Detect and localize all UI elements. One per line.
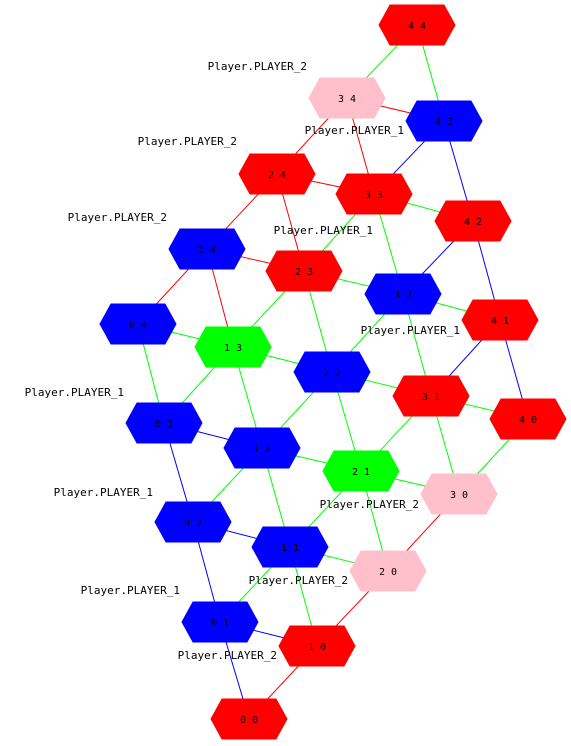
player-label: Player.PLAYER_2: [320, 498, 419, 511]
node-label: 1 1: [281, 543, 299, 554]
node-label: 1 2: [253, 444, 271, 455]
node-21[interactable]: 2 1: [322, 450, 400, 492]
node-label: 0 4: [129, 320, 147, 331]
node-hexagon: [125, 402, 203, 444]
node-label: 0 3: [155, 419, 173, 430]
node-23[interactable]: 2 3: [265, 250, 343, 292]
player-label: Player.PLAYER_1: [25, 386, 124, 399]
node-hexagon: [335, 173, 413, 215]
node-hexagon: [168, 228, 246, 270]
node-03[interactable]: 0 3: [125, 402, 203, 444]
node-label: 2 4: [268, 170, 286, 181]
node-hexagon: [194, 326, 272, 368]
node-hexagon: [265, 250, 343, 292]
node-24[interactable]: 2 4: [238, 153, 316, 195]
node-label: 4 2: [464, 217, 482, 228]
node-label: 0 1: [211, 618, 229, 629]
node-hexagon: [434, 200, 512, 242]
node-label: 4 4: [408, 21, 426, 32]
node-label: 1 3: [224, 343, 242, 354]
node-hexagon: [238, 153, 316, 195]
node-44[interactable]: 4 4: [378, 4, 456, 46]
node-label: 1 0: [308, 642, 326, 653]
player-label: Player.PLAYER_2: [68, 211, 167, 224]
node-02[interactable]: 0 2: [154, 501, 232, 543]
node-label: 4 0: [519, 415, 537, 426]
node-label: 2 3: [295, 267, 313, 278]
player-label: Player.PLAYER_1: [305, 124, 404, 137]
node-label: 4 3: [435, 117, 453, 128]
player-label: Player.PLAYER_1: [54, 486, 153, 499]
node-34[interactable]: 3 4: [308, 77, 386, 119]
node-04[interactable]: 0 4: [99, 303, 177, 345]
player-label: Player.PLAYER_1: [361, 324, 460, 337]
node-hexagon: [181, 601, 259, 643]
node-label: 3 1: [422, 392, 440, 403]
node-label: 2 2: [323, 368, 341, 379]
node-label: 0 2: [184, 518, 202, 529]
node-label: 3 4: [338, 94, 356, 105]
node-hexagon: [154, 501, 232, 543]
node-31[interactable]: 3 1: [392, 375, 470, 417]
node-hexagon: [364, 273, 442, 315]
node-13[interactable]: 1 3: [194, 326, 272, 368]
node-hexagon: [392, 375, 470, 417]
node-label: 3 3: [365, 190, 383, 201]
node-hexagon: [489, 398, 567, 440]
node-hexagon: [405, 100, 483, 142]
node-01[interactable]: 0 1: [181, 601, 259, 643]
node-hexagon: [99, 303, 177, 345]
node-hexagon: [251, 526, 329, 568]
node-label: 4 1: [491, 316, 509, 327]
node-33[interactable]: 3 3: [335, 173, 413, 215]
node-00[interactable]: 0 0: [210, 698, 288, 740]
node-42[interactable]: 4 2: [434, 200, 512, 242]
node-label: 1 4: [198, 245, 216, 256]
node-hexagon: [210, 698, 288, 740]
player-label: Player.PLAYER_2: [249, 574, 348, 587]
player-label-layer: Player.PLAYER_2Player.PLAYER_1Player.PLA…: [25, 60, 460, 662]
node-30[interactable]: 3 0: [420, 473, 498, 515]
node-hexagon: [223, 427, 301, 469]
node-label: 2 0: [379, 567, 397, 578]
node-40[interactable]: 4 0: [489, 398, 567, 440]
node-hexagon: [293, 351, 371, 393]
player-label: Player.PLAYER_1: [81, 584, 180, 597]
player-label: Player.PLAYER_2: [178, 649, 277, 662]
node-11[interactable]: 1 1: [251, 526, 329, 568]
node-layer: 4 4 3 4 4 3 2 4 3 3 4 2 1 4 2 3 3 2 4 1 0 4 1 3 2 2 3…: [99, 4, 567, 740]
node-43[interactable]: 4 3: [405, 100, 483, 142]
node-hexagon: [278, 625, 356, 667]
node-10[interactable]: 1 0: [278, 625, 356, 667]
node-hexagon: [308, 77, 386, 119]
player-label: Player.PLAYER_2: [138, 135, 237, 148]
node-22[interactable]: 2 2: [293, 351, 371, 393]
node-hexagon: [322, 450, 400, 492]
node-14[interactable]: 1 4: [168, 228, 246, 270]
node-label: 0 0: [240, 715, 258, 726]
node-label: 2 1: [352, 467, 370, 478]
node-label: 3 0: [450, 490, 468, 501]
node-hexagon: [378, 4, 456, 46]
player-label: Player.PLAYER_1: [274, 224, 373, 237]
node-hexagon: [349, 550, 427, 592]
node-hexagon: [420, 473, 498, 515]
node-hexagon: [461, 299, 539, 341]
player-label: Player.PLAYER_2: [208, 60, 307, 73]
node-label: 3 2: [394, 290, 412, 301]
node-12[interactable]: 1 2: [223, 427, 301, 469]
node-20[interactable]: 2 0: [349, 550, 427, 592]
node-41[interactable]: 4 1: [461, 299, 539, 341]
node-32[interactable]: 3 2: [364, 273, 442, 315]
